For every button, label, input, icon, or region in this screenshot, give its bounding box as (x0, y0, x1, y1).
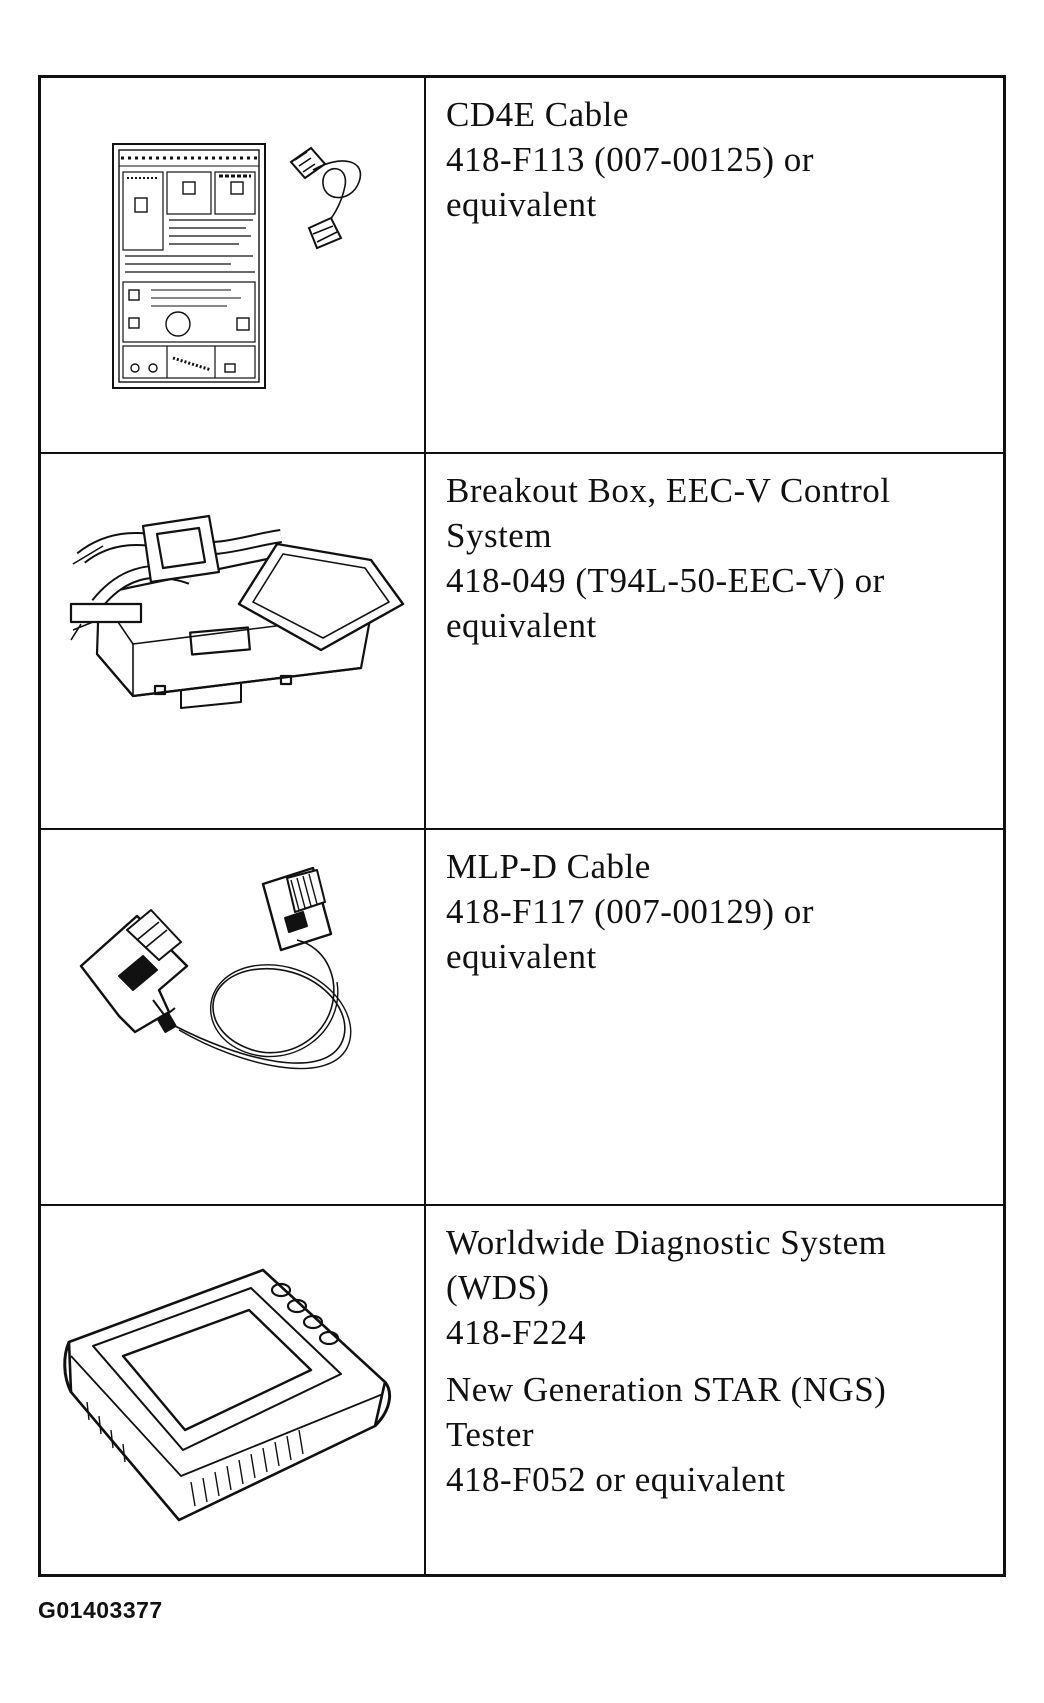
tool-row-mlp-d-cable: MLP-D Cable 418-F117 (007-00129) or equi… (41, 828, 1003, 1204)
tool-name: MLP-D Cable (446, 847, 651, 886)
tool-name-abbreviation: (WDS) (446, 1268, 550, 1307)
tool-alt-name: New Generation STAR (NGS) (446, 1370, 887, 1409)
tool-number: 418-F224 (446, 1313, 587, 1352)
tool-alt-number: 418-F052 or equivalent (446, 1460, 786, 1499)
tool-name-continued: System (446, 516, 553, 555)
tool-equivalent-note: equivalent (446, 185, 597, 224)
tool-number: 418-049 (T94L-50-EEC-V) or (446, 561, 885, 600)
cd4e-cable-illustration (112, 143, 362, 389)
mlp-d-cable-illustration (79, 866, 352, 1070)
tool-description-cell: Breakout Box, EEC-V Control System 418-0… (426, 454, 1003, 828)
tool-description-cell: MLP-D Cable 418-F117 (007-00129) or equi… (426, 830, 1003, 1204)
tool-name: Worldwide Diagnostic System (446, 1223, 887, 1262)
tool-illustration-cell (41, 78, 426, 452)
tool-row-cd4e-cable: CD4E Cable 418-F113 (007-00125) or equiv… (41, 78, 1003, 452)
tool-illustration-cell (41, 830, 426, 1204)
tool-illustration-cell (41, 454, 426, 828)
tool-name: CD4E Cable (446, 95, 629, 134)
figure-code: G01403377 (38, 1597, 163, 1623)
tool-row-breakout-box: Breakout Box, EEC-V Control System 418-0… (41, 452, 1003, 828)
breakout-box-illustration (69, 514, 405, 709)
wds-tester-illustration (63, 1268, 392, 1522)
tool-number: 418-F117 (007-00129) or (446, 892, 814, 931)
tool-row-wds-ngs-tester: Worldwide Diagnostic System (WDS) 418-F2… (41, 1204, 1003, 1574)
tool-number: 418-F113 (007-00125) or (446, 140, 814, 179)
tool-equivalent-note: equivalent (446, 937, 597, 976)
tool-alt-name-continued: Tester (446, 1415, 535, 1454)
tool-illustration-cell (41, 1206, 426, 1574)
tool-equivalent-note: equivalent (446, 606, 597, 645)
tools-table: CD4E Cable 418-F113 (007-00125) or equiv… (38, 75, 1006, 1577)
tool-description-cell: Worldwide Diagnostic System (WDS) 418-F2… (426, 1206, 1003, 1574)
tool-name: Breakout Box, EEC-V Control (446, 471, 891, 510)
tool-description-cell: CD4E Cable 418-F113 (007-00125) or equiv… (426, 78, 1003, 452)
